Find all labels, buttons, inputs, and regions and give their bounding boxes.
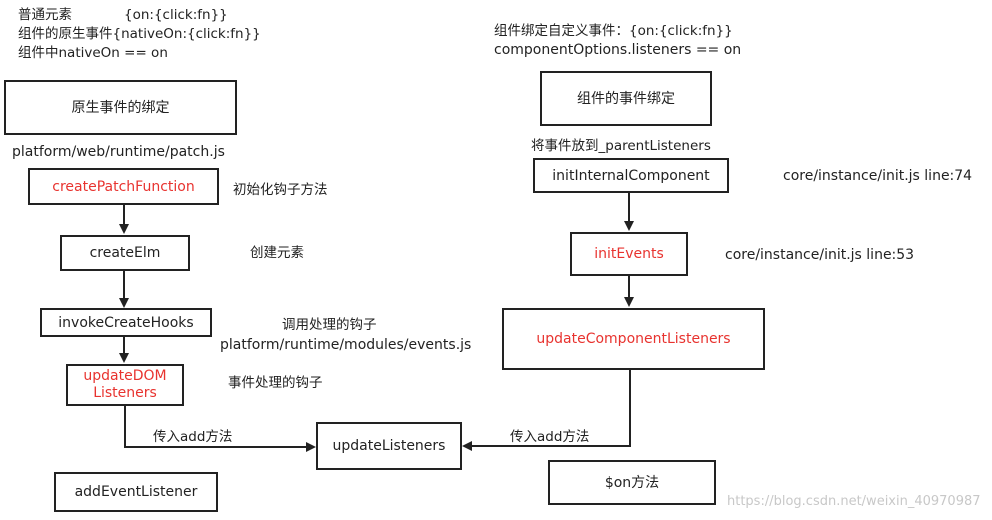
create-elm-label: createElm <box>89 245 161 261</box>
left-note-nativeon: 组件中nativeOn == on <box>18 45 168 61</box>
invoke-hooks-note: 调用处理的钩子 <box>282 317 377 333</box>
patch-js-path: platform/web/runtime/patch.js <box>12 144 225 160</box>
arrow-updatedom-to-updatelisteners <box>124 406 316 452</box>
left-note-plain-element: 普通元素 <box>18 7 72 23</box>
create-elm-note: 创建元素 <box>250 245 304 261</box>
update-listeners-box: updateListeners <box>316 422 462 470</box>
add-event-listener-box: addEventListener <box>54 472 218 512</box>
init-internal-component-label: initInternalComponent <box>552 167 710 184</box>
right-note-listeners: componentOptions.listeners == on <box>494 42 742 58</box>
update-dom-listeners-label-line2: Listeners <box>93 385 157 401</box>
on-method-box: $on方法 <box>548 460 716 505</box>
create-elm-box: createElm <box>60 235 190 271</box>
create-patch-function-note: 初始化钩子方法 <box>233 182 328 198</box>
native-event-binding-box: 原生事件的绑定 <box>4 80 237 135</box>
component-event-binding-box: 组件的事件绑定 <box>540 71 712 126</box>
update-component-listeners-box: updateComponentListeners <box>502 308 765 370</box>
parent-listeners-note: 将事件放到_parentListeners <box>531 138 711 154</box>
watermark-text: https://blog.csdn.net/weixin_40970987 <box>727 494 981 509</box>
init-events-box: initEvents <box>570 232 688 276</box>
arrow-updatecomponent-to-updatelisteners <box>462 370 631 451</box>
right-pass-add-label: 传入add方法 <box>510 429 590 445</box>
on-method-label: $on方法 <box>604 474 660 491</box>
init-events-label: initEvents <box>594 246 664 262</box>
update-component-listeners-label: updateComponentListeners <box>536 331 731 347</box>
init-internal-component-note: core/instance/init.js line:74 <box>783 168 973 184</box>
create-patch-function-box: createPatchFunction <box>28 168 219 205</box>
right-note-custom-event: 组件绑定自定义事件：{on:{click:fn}} <box>494 23 733 39</box>
create-patch-function-label: createPatchFunction <box>52 178 195 195</box>
invoke-create-hooks-box: invokeCreateHooks <box>40 308 212 337</box>
update-dom-listeners-box: updateDOM Listeners <box>66 364 184 406</box>
init-events-note: core/instance/init.js line:53 <box>725 247 915 263</box>
add-event-listener-label: addEventListener <box>74 484 198 500</box>
update-dom-listeners-label-line1: updateDOM <box>83 368 167 384</box>
left-note-plain-element-value: {on:{click:fn}} <box>124 7 228 23</box>
invoke-create-hooks-label: invokeCreateHooks <box>58 314 194 331</box>
native-event-binding-label: 原生事件的绑定 <box>71 99 170 116</box>
left-pass-add-label: 传入add方法 <box>153 429 233 445</box>
left-note-native-event: 组件的原生事件{nativeOn:{click:fn}} <box>18 26 261 42</box>
update-listeners-label: updateListeners <box>332 438 446 454</box>
events-js-path: platform/runtime/modules/events.js <box>220 337 472 353</box>
init-internal-component-box: initInternalComponent <box>533 158 729 193</box>
component-event-binding-label: 组件的事件绑定 <box>577 90 675 107</box>
update-dom-listeners-note: 事件处理的钩子 <box>228 375 323 391</box>
